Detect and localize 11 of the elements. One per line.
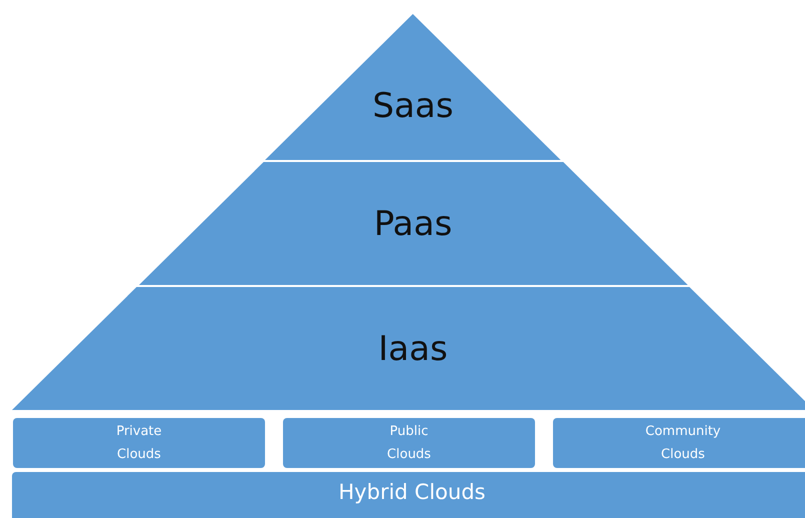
layer-label: Iaas bbox=[378, 328, 448, 368]
layer-label: Saas bbox=[372, 85, 454, 126]
base-bar bbox=[12, 472, 805, 518]
base-label: Hybrid Clouds bbox=[338, 480, 486, 504]
cloud-box bbox=[553, 418, 805, 468]
layer-label: Paas bbox=[374, 204, 452, 244]
box-label: Private Clouds bbox=[116, 423, 162, 464]
box-label: Public Clouds bbox=[387, 423, 431, 464]
box-label: Community Clouds bbox=[645, 423, 721, 464]
cloud-box bbox=[283, 418, 535, 468]
cloud-box bbox=[13, 418, 265, 468]
